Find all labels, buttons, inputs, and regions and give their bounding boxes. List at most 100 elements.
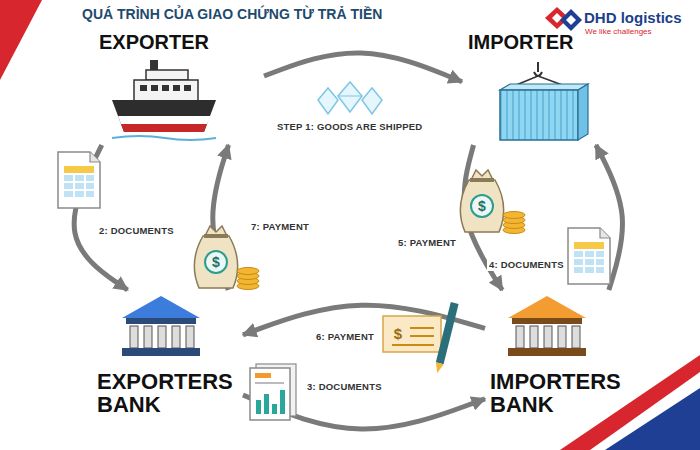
ship-icon-part xyxy=(134,80,198,102)
ship-icon-part xyxy=(173,85,180,91)
step-label: STEP 1: GOODS ARE SHIPPED xyxy=(275,120,424,133)
cheque-icon-part xyxy=(433,302,458,374)
ship-icon xyxy=(112,60,216,140)
cheque-icon-part xyxy=(410,327,434,329)
money-bag-icon-part xyxy=(471,195,493,217)
container-icon-part xyxy=(578,84,588,140)
diagram-title: QUÁ TRÌNH CỦA GIAO CHỨNG TỪ TRẢ TIỀN xyxy=(82,6,382,22)
cheque-icon-part xyxy=(436,302,459,364)
ship-icon-part xyxy=(151,85,158,91)
bank-icon-part xyxy=(122,296,200,318)
currency-sign: $ xyxy=(478,199,486,213)
ship-icon-part xyxy=(112,136,216,140)
document-icon-part xyxy=(58,152,100,208)
step-label: 7: PAYMENT xyxy=(249,220,311,233)
bank-icon-part xyxy=(122,348,200,356)
actor-node: IMPORTERS BANK xyxy=(485,290,629,418)
container-icon-part xyxy=(500,90,578,140)
diamond-icon-part xyxy=(318,88,338,114)
actor-node: EXPORTER xyxy=(95,30,264,145)
corner-band-left xyxy=(0,0,42,80)
ship-icon-part xyxy=(184,85,191,91)
actor-label: IMPORTERS BANK xyxy=(490,370,625,416)
currency-sign: $ xyxy=(212,255,220,269)
money-bag-icon xyxy=(194,226,259,290)
bank-icon-part xyxy=(512,318,582,324)
report-icon xyxy=(250,364,296,420)
bank-icon-part xyxy=(544,326,552,348)
money-bag-icon-part xyxy=(237,268,259,275)
ship-icon-part xyxy=(140,85,147,91)
ship-icon-part xyxy=(162,85,169,91)
corner-band-left-part xyxy=(0,0,42,80)
report-icon-part xyxy=(255,373,271,378)
cheque-icon xyxy=(383,302,459,374)
actor-label: EXPORTER xyxy=(99,32,262,53)
actor-label: EXPORTERS BANK xyxy=(97,370,237,416)
step-label: 4: DOCUMENTS xyxy=(487,258,566,271)
step-label: 3: DOCUMENTS xyxy=(305,380,384,393)
step-label: 2: DOCUMENTS xyxy=(97,224,176,237)
ship-icon-part xyxy=(118,116,211,124)
cheque-icon-part xyxy=(433,362,443,374)
cheque-icon-part xyxy=(410,335,434,337)
bank-icon xyxy=(122,296,200,356)
actor-node: EXPORTERS BANK xyxy=(95,290,243,418)
money-bag-icon-part xyxy=(470,178,494,182)
actor-node: IMPORTER xyxy=(462,30,606,145)
logo-mark-part xyxy=(566,15,576,25)
logo-mark-part xyxy=(552,13,562,23)
cheque-icon-part xyxy=(383,316,441,352)
bank-icon xyxy=(508,296,586,356)
document-icon xyxy=(58,152,100,208)
flow-arrow xyxy=(264,53,462,82)
container-icon-part xyxy=(534,72,542,76)
logo-mark-part xyxy=(560,9,582,31)
document-icon xyxy=(568,228,610,284)
money-bag-icon-part xyxy=(194,236,237,288)
logo-text: DHD logistics xyxy=(584,10,682,25)
diamond-icon-part xyxy=(338,96,362,97)
money-bag-icon-part xyxy=(205,251,227,273)
step-label: 6: PAYMENT xyxy=(314,330,376,343)
bank-icon-part xyxy=(508,296,586,318)
diamond-icon xyxy=(318,82,382,114)
report-icon-part xyxy=(272,404,277,414)
diamond-icon-part xyxy=(362,88,382,114)
bank-icon-part xyxy=(172,326,180,348)
corner-band-right-part xyxy=(605,388,700,450)
money-bag-icon-part xyxy=(460,180,503,232)
report-icon-part xyxy=(280,390,285,414)
bank-icon-part xyxy=(126,318,196,324)
report-icon-part xyxy=(250,368,290,420)
report-icon-part xyxy=(264,394,269,414)
step-label: 5: PAYMENT xyxy=(396,236,458,249)
bank-icon-part xyxy=(572,326,580,348)
bank-icon-part xyxy=(130,326,138,348)
logo-tagline: We like challenges xyxy=(585,28,652,36)
container-icon-part xyxy=(500,84,588,90)
money-bag-icon-part xyxy=(503,212,525,219)
document-icon-part xyxy=(568,228,610,284)
bank-icon-part xyxy=(144,326,152,348)
currency-sign: $ xyxy=(394,326,402,341)
bank-icon-part xyxy=(186,326,194,348)
actor-label: IMPORTER xyxy=(468,32,604,53)
ship-icon-part xyxy=(121,124,207,132)
money-bag-icon xyxy=(460,170,525,234)
container-icon xyxy=(500,62,588,140)
bank-icon-part xyxy=(558,326,566,348)
bank-icon-part xyxy=(158,326,166,348)
bank-icon-part xyxy=(530,326,538,348)
report-icon-part xyxy=(256,400,261,414)
ship-icon-part xyxy=(146,70,188,80)
logo-mark xyxy=(545,7,582,31)
diamond-icon-part xyxy=(338,82,362,112)
bank-icon-part xyxy=(516,326,524,348)
ship-icon-part xyxy=(112,100,216,132)
container-icon-part xyxy=(537,62,539,72)
report-icon-part xyxy=(255,382,284,384)
bank-icon-part xyxy=(508,348,586,356)
